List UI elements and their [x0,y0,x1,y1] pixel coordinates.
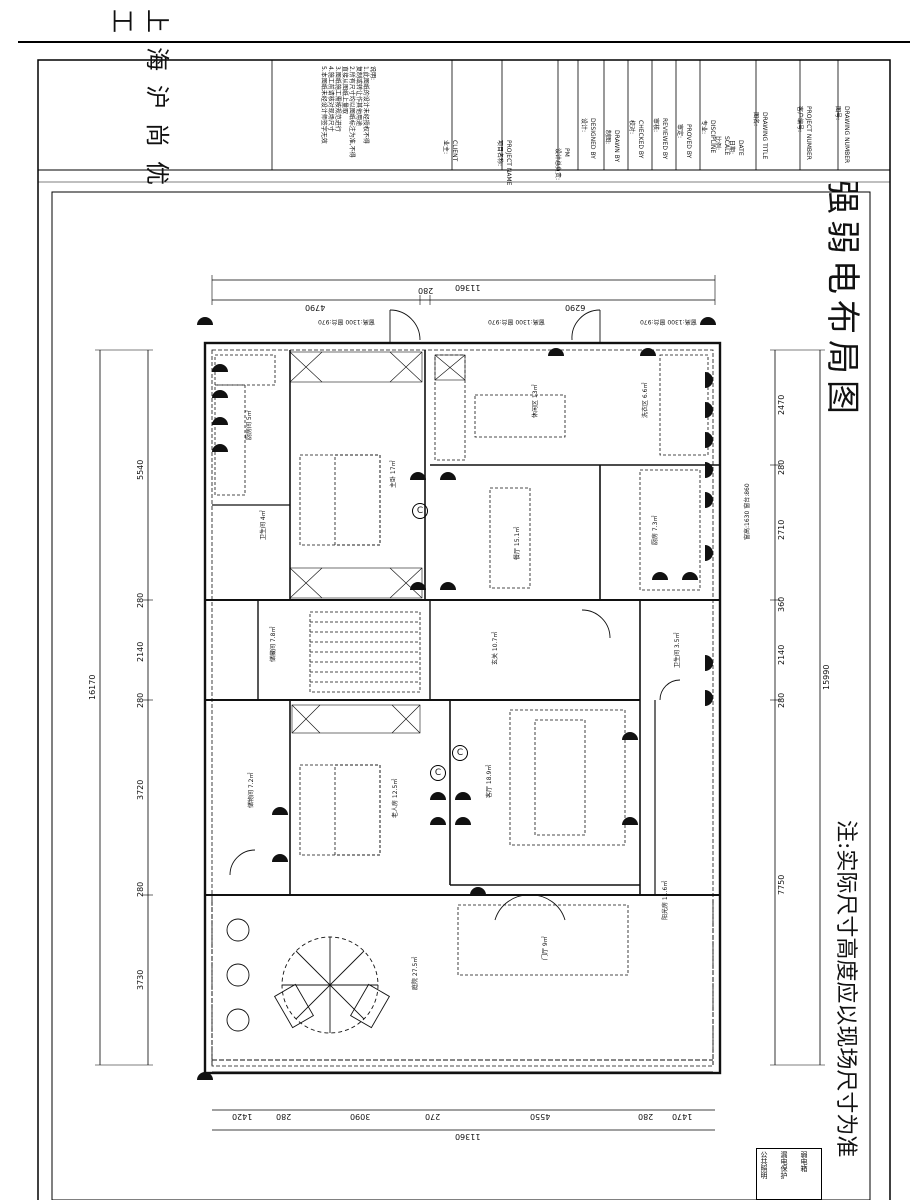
room-label: 储藏间 7.8㎡ [270,626,277,662]
room-label: 休闲区 13㎡ [532,384,539,418]
dim-bottom-total: 11360 [455,1132,481,1141]
dim-right-seg: 7750 [777,874,786,895]
dim-top-seg: 4790 [305,303,326,312]
window-tag: 窗高:1300 窗台:970 [318,318,375,325]
room-label: 卫生间 3.5㎡ [674,632,681,668]
footer-note: 注:实际尺寸高度应以现场尺寸为准 [833,820,858,1158]
room-label: 玄关 10.7㎡ [492,631,499,665]
room-label: 客厅 18.9㎡ [486,764,493,798]
dim-bottom-seg: 280 [276,1112,292,1121]
dim-right-seg: 280 [777,459,786,475]
room-label: 主卧 17㎡ [390,460,397,488]
dim-bottom-seg: 280 [638,1112,654,1121]
window-tag: 窗高:1300 窗台:970 [488,318,545,325]
room-label: 洗衣区 6.6㎡ [642,382,649,418]
dim-right-seg: 2140 [777,644,786,665]
room-label: 餐厅 15.1㎡ [514,526,521,560]
dim-right-seg: 2710 [777,519,786,540]
room-label: 储物间 7.2㎡ [248,772,255,808]
floor-plan [203,309,722,1075]
dim-top-seg: 6290 [565,303,586,312]
legend-table: 公共照明 漏电保护 弱电箱 [756,1148,822,1200]
room-label: 老人房 12.5㎡ [392,778,399,818]
tv-mark: C [430,765,446,781]
room-label: 厨房 7.3㎡ [652,515,659,545]
dim-bottom-seg: 1420 [232,1112,253,1121]
dim-left-seg: 5540 [136,459,145,480]
dim-left-seg: 280 [136,592,145,608]
dim-left-seg: 3720 [136,779,145,800]
dim-left-total: 16170 [88,674,97,700]
tv-mark: C [412,503,428,519]
outlet-symbols [197,317,716,1080]
dim-bottom-seg: 270 [425,1112,441,1121]
sheet-frame [37,59,891,1200]
legend-row: 公共照明 [760,1151,768,1179]
dim-right-seg: 280 [777,692,786,708]
dim-bottom-seg: 1470 [672,1112,693,1121]
legend-row: 弱电箱 [800,1151,808,1172]
legend-row: 漏电保护 [780,1151,788,1179]
room-label: 厨房间 5㎡ [246,410,253,440]
room-label: 卫生间 4㎡ [260,510,267,540]
room-label: 庭院 27.5㎡ [412,956,419,990]
dim-bottom-seg: 4550 [530,1112,551,1121]
dim-right-total: 15990 [822,664,831,690]
tv-mark: C [452,745,468,761]
dim-top-total: 11360 [455,283,481,292]
dim-left-seg: 280 [136,881,145,897]
room-label: 阳光房 11.6㎡ [662,880,669,920]
dim-right-seg: 2470 [777,394,786,415]
dim-bottom-seg: 3090 [350,1112,371,1121]
room-label: 门厅 9㎡ [542,936,549,960]
dim-left-seg: 280 [136,692,145,708]
dim-right-seg: 360 [777,596,786,612]
dimension-lines [95,275,825,1131]
dim-left-seg: 3730 [136,969,145,990]
drawing-title: 强弱电布局图 [822,180,862,420]
window-tag: 窗高:1300 窗台:970 [640,318,697,325]
dim-left-seg: 2140 [136,641,145,662]
window-tag: 窗高:1630 窗台:860 [744,483,751,540]
dim-top-seg: 280 [418,286,434,295]
